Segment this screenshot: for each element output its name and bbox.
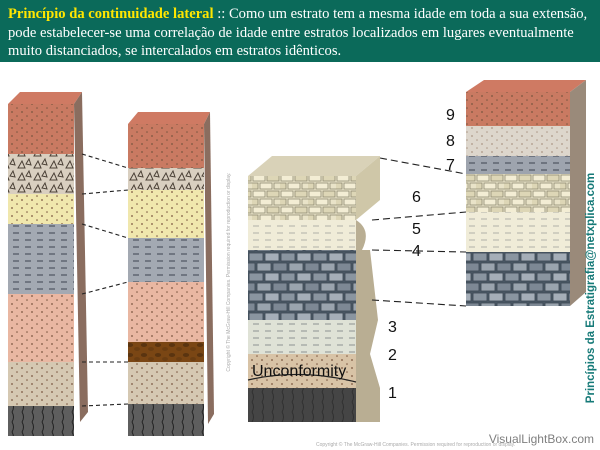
watermark: VisualLightBox.com [488, 432, 594, 446]
principle-title: Princípio da continuidade lateral [8, 6, 214, 22]
column-left-2 [128, 112, 214, 436]
layer-number-6: 6 [412, 189, 421, 206]
column-right-2 [466, 80, 586, 306]
column-left-1 [8, 92, 88, 436]
layer-number-1: 1 [388, 385, 397, 402]
correlation-lines-right [371, 157, 467, 307]
column-right-1 [247, 156, 380, 422]
copyright-bottom: Copyright © The McGraw-Hill Companies. P… [316, 441, 515, 448]
stratigraphy-diagram: 1 2 3 4 5 6 7 8 9 Unconformity Princípio… [8, 80, 597, 448]
header-banner: Princípio da continuidade lateral :: Com… [0, 0, 600, 62]
side-credit: Princípios da Estratigrafia@netxplica.co… [585, 173, 597, 403]
principle-description: Como um estrato tem a mesma idade em tod… [8, 6, 588, 59]
layer-number-8: 8 [446, 133, 455, 150]
layer-number-2: 2 [388, 347, 397, 364]
title-separator: :: [213, 6, 229, 22]
copyright-vertical: Copyright © The McGraw-Hill Companies. P… [225, 172, 232, 371]
layer-number-7: 7 [446, 157, 455, 174]
layer-number-4: 4 [412, 243, 421, 260]
layer-number-5: 5 [412, 221, 421, 238]
layer-number-3: 3 [388, 319, 397, 336]
layer-number-9: 9 [446, 107, 455, 124]
unconformity-label: Unconformity [252, 363, 346, 380]
correlation-lines-left [81, 153, 129, 407]
